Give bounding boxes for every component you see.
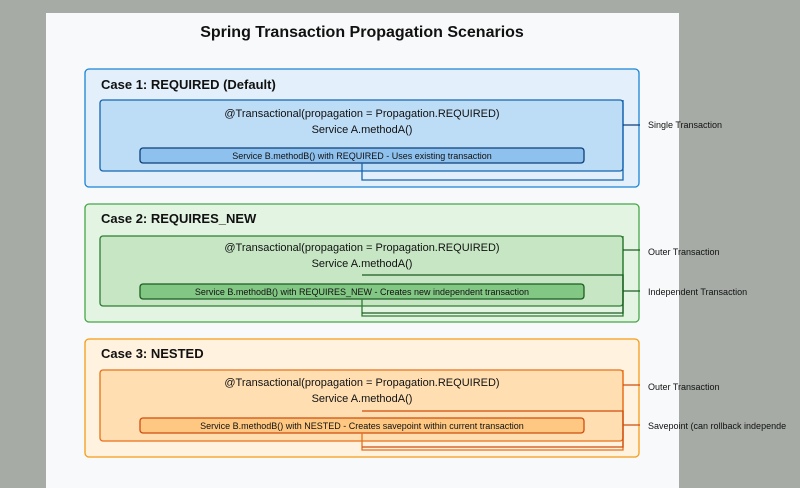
case-1-group: Case 1: REQUIRED (Default) @Transactiona…	[84, 68, 722, 188]
case-1-label-single: Single Transaction	[648, 120, 722, 130]
case-3-group: Case 3: NESTED @Transactional(propagatio…	[84, 338, 786, 458]
case-2-method-a: Service A.methodA()	[312, 258, 413, 270]
case-3-label-savepoint: Savepoint (can rollback independe	[648, 421, 786, 431]
case-2-title: Case 2: REQUIRES_NEW	[101, 211, 257, 226]
case-2-annotation: @Transactional(propagation = Propagation…	[224, 242, 499, 254]
case-1-method-a: Service A.methodA()	[312, 124, 413, 136]
case-2-label-independent: Independent Transaction	[648, 287, 747, 297]
case-3-title: Case 3: NESTED	[101, 346, 204, 361]
case-1-annotation: @Transactional(propagation = Propagation…	[224, 108, 499, 120]
case-3-label-outer: Outer Transaction	[648, 382, 720, 392]
case-3-method-b: Service B.methodB() with NESTED - Create…	[200, 421, 524, 431]
case-1-method-b: Service B.methodB() with REQUIRED - Uses…	[232, 151, 492, 161]
case-1-title: Case 1: REQUIRED (Default)	[101, 77, 276, 92]
case-2-inner-bracket	[362, 274, 624, 314]
case-3-outer-bracket	[361, 370, 624, 451]
case-3-savepoint-bracket	[362, 410, 624, 448]
diagram-title: Spring Transaction Propagation Scenarios	[200, 24, 524, 41]
case-2-group: Case 2: REQUIRES_NEW @Transactional(prop…	[84, 203, 747, 323]
case-3-method-a: Service A.methodA()	[312, 393, 413, 405]
case-2-method-b: Service B.methodB() with REQUIRES_NEW - …	[195, 287, 529, 297]
case-2-label-outer: Outer Transaction	[648, 247, 720, 257]
case-3-annotation: @Transactional(propagation = Propagation…	[224, 377, 499, 389]
case-1-transaction-bracket	[361, 100, 624, 181]
